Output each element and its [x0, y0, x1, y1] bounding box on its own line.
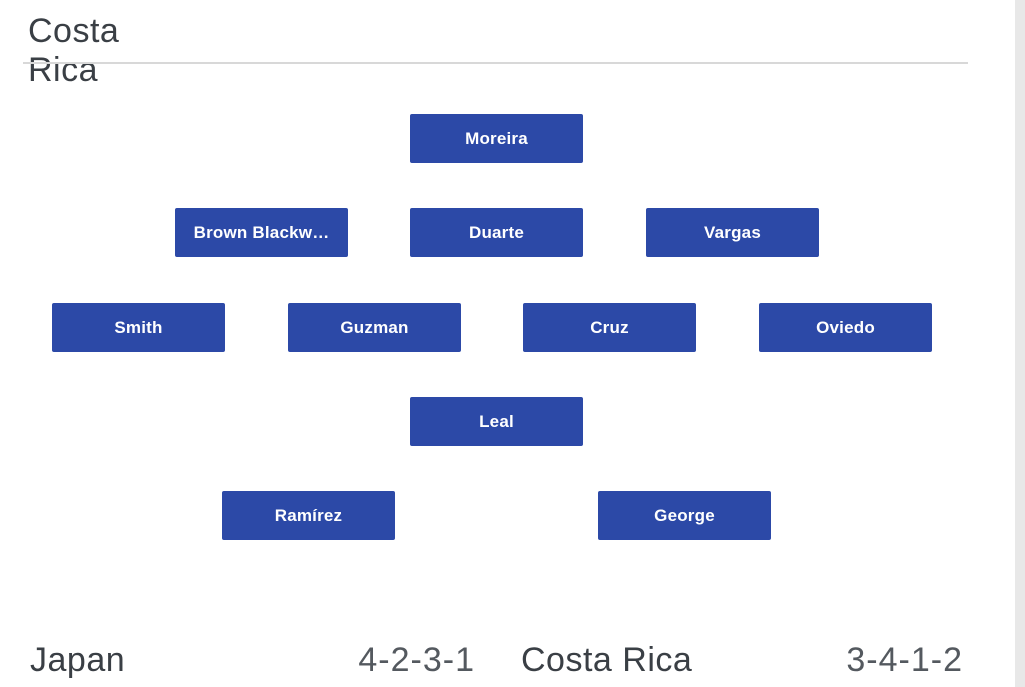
player-name: Guzman: [340, 317, 409, 337]
header-divider: [23, 62, 968, 64]
team-name: Costa Rica: [28, 12, 120, 89]
player-name: Vargas: [704, 222, 761, 242]
team-formation: 4-2-3-1: [358, 641, 475, 679]
player-box[interactable]: Guzman: [288, 303, 461, 352]
player-box[interactable]: Smith: [52, 303, 225, 352]
player-box[interactable]: Cruz: [523, 303, 696, 352]
player-name: Smith: [114, 317, 163, 337]
player-name: Ramírez: [274, 505, 343, 525]
player-box[interactable]: Duarte: [410, 208, 583, 257]
team-name: Japan: [30, 641, 126, 679]
player-name: Moreira: [465, 128, 528, 148]
player-name: Leal: [479, 411, 514, 431]
bottom-team-header-costa-rica: Costa Rica 3-4-1-2: [521, 641, 963, 680]
player-box[interactable]: George: [598, 491, 771, 540]
bottom-team-header-japan: Japan 4-2-3-1: [30, 641, 475, 680]
player-box[interactable]: Leal: [410, 397, 583, 446]
player-name: Duarte: [468, 222, 525, 242]
player-box[interactable]: Moreira: [410, 114, 583, 163]
player-name: Brown Blackw…: [193, 222, 330, 242]
player-name: George: [654, 505, 715, 525]
player-name: Oviedo: [816, 317, 875, 337]
scrollbar-track[interactable]: [1015, 0, 1025, 687]
player-box[interactable]: Ramírez: [222, 491, 395, 540]
player-box[interactable]: Vargas: [646, 208, 819, 257]
player-name: Cruz: [590, 317, 629, 337]
team-formation: 3-4-1-2: [846, 641, 963, 679]
player-box[interactable]: Oviedo: [759, 303, 932, 352]
team-name: Costa Rica: [521, 641, 693, 679]
player-box[interactable]: Brown Blackw…: [175, 208, 348, 257]
